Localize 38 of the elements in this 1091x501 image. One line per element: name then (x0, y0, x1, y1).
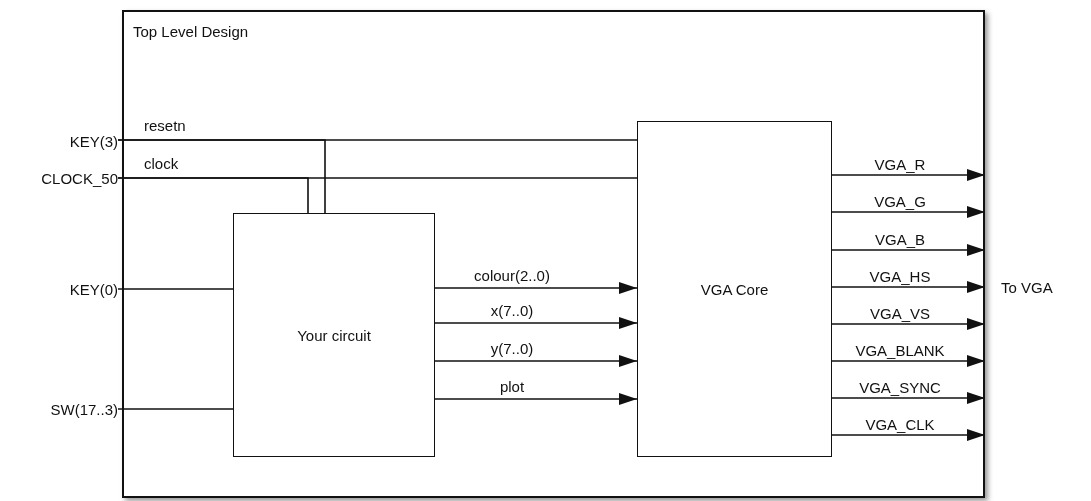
note-label: To VGA (1000, 280, 1054, 296)
signal-label: VGA_G (873, 194, 927, 210)
signal-label: VGA_R (873, 157, 927, 173)
port-name: CLOCK_50 (41, 169, 118, 187)
signal-line (117, 408, 234, 410)
port-name: KEY(3) (69, 132, 118, 150)
design-frame (122, 10, 985, 498)
signal-arrow (434, 355, 638, 367)
signal-label: VGA_HS (868, 269, 932, 285)
signal-label: VGA_VS (869, 306, 931, 322)
signal-label: y(7..0) (489, 341, 535, 357)
signal-label: VGA_CLK (864, 417, 936, 433)
signal-label: VGA_BLANK (854, 343, 946, 359)
signal-label: colour(2..0) (473, 268, 551, 284)
signal-line (117, 288, 234, 290)
port-name: SW(17..3) (50, 400, 118, 418)
signal-label: resetn (143, 118, 187, 134)
signal-label: VGA_SYNC (858, 380, 942, 396)
block-box (233, 213, 435, 457)
signal-label: clock (143, 156, 180, 172)
signal-arrow (831, 281, 986, 293)
signal-arrow (831, 318, 986, 330)
signal-label: plot (498, 379, 526, 395)
block-label: Your circuit (297, 326, 371, 344)
block-box (637, 121, 832, 457)
signal-arrow (831, 206, 986, 218)
signal-arrow (831, 169, 986, 181)
signal-arrow (434, 317, 638, 329)
signal-label: x(7..0) (489, 303, 535, 319)
frame-title: Top Level Design (133, 23, 249, 40)
signal-line (117, 139, 326, 214)
signal-label: VGA_B (874, 232, 926, 248)
signal-arrow (831, 244, 986, 256)
signal-line (117, 177, 309, 214)
block-label: VGA Core (700, 280, 769, 298)
signal-arrow (434, 393, 638, 405)
signal-arrow (434, 282, 638, 294)
port-name: KEY(0) (69, 280, 118, 298)
